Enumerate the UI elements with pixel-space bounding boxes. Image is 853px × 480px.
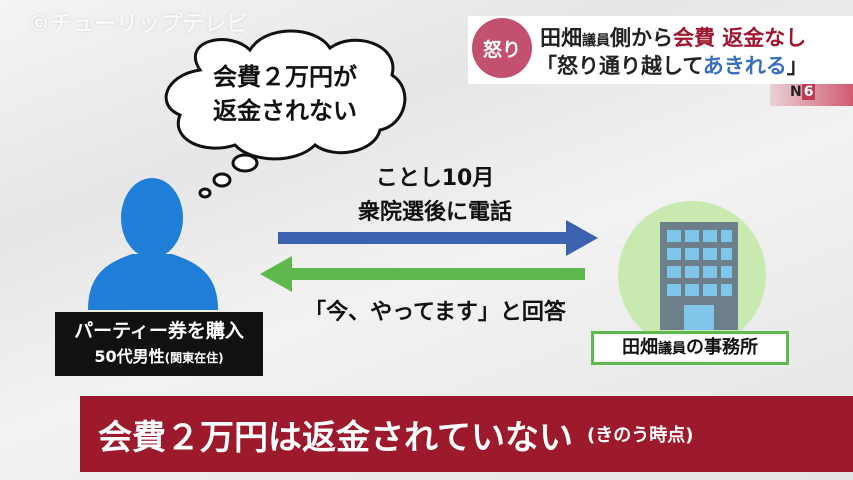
reply-text: 「今、やってます」と回答 bbox=[304, 300, 566, 325]
person-icon bbox=[88, 178, 218, 310]
anger-badge: 怒り bbox=[472, 18, 532, 78]
thought-cloud-icon bbox=[164, 29, 407, 199]
green-arrow-icon bbox=[260, 256, 585, 292]
blue-arrow-icon bbox=[278, 220, 598, 256]
headline-box bbox=[468, 16, 853, 84]
office-building-icon bbox=[618, 201, 766, 349]
caption-banner: 会費２万円は返金されていない(きのう時点) bbox=[80, 396, 853, 472]
headline-line2: 「怒り通り越してあきれる」 bbox=[536, 54, 808, 78]
headline-line1: 田畑議員側から会費 返金なし bbox=[540, 26, 807, 50]
office-label: 田畑議員の事務所 bbox=[591, 331, 789, 365]
thought-text: 会費２万円が返金されない bbox=[213, 63, 357, 125]
watermark: ©チューリップテレビ bbox=[28, 12, 249, 37]
call-text: ことし10月衆院選後に電話 bbox=[357, 166, 512, 225]
